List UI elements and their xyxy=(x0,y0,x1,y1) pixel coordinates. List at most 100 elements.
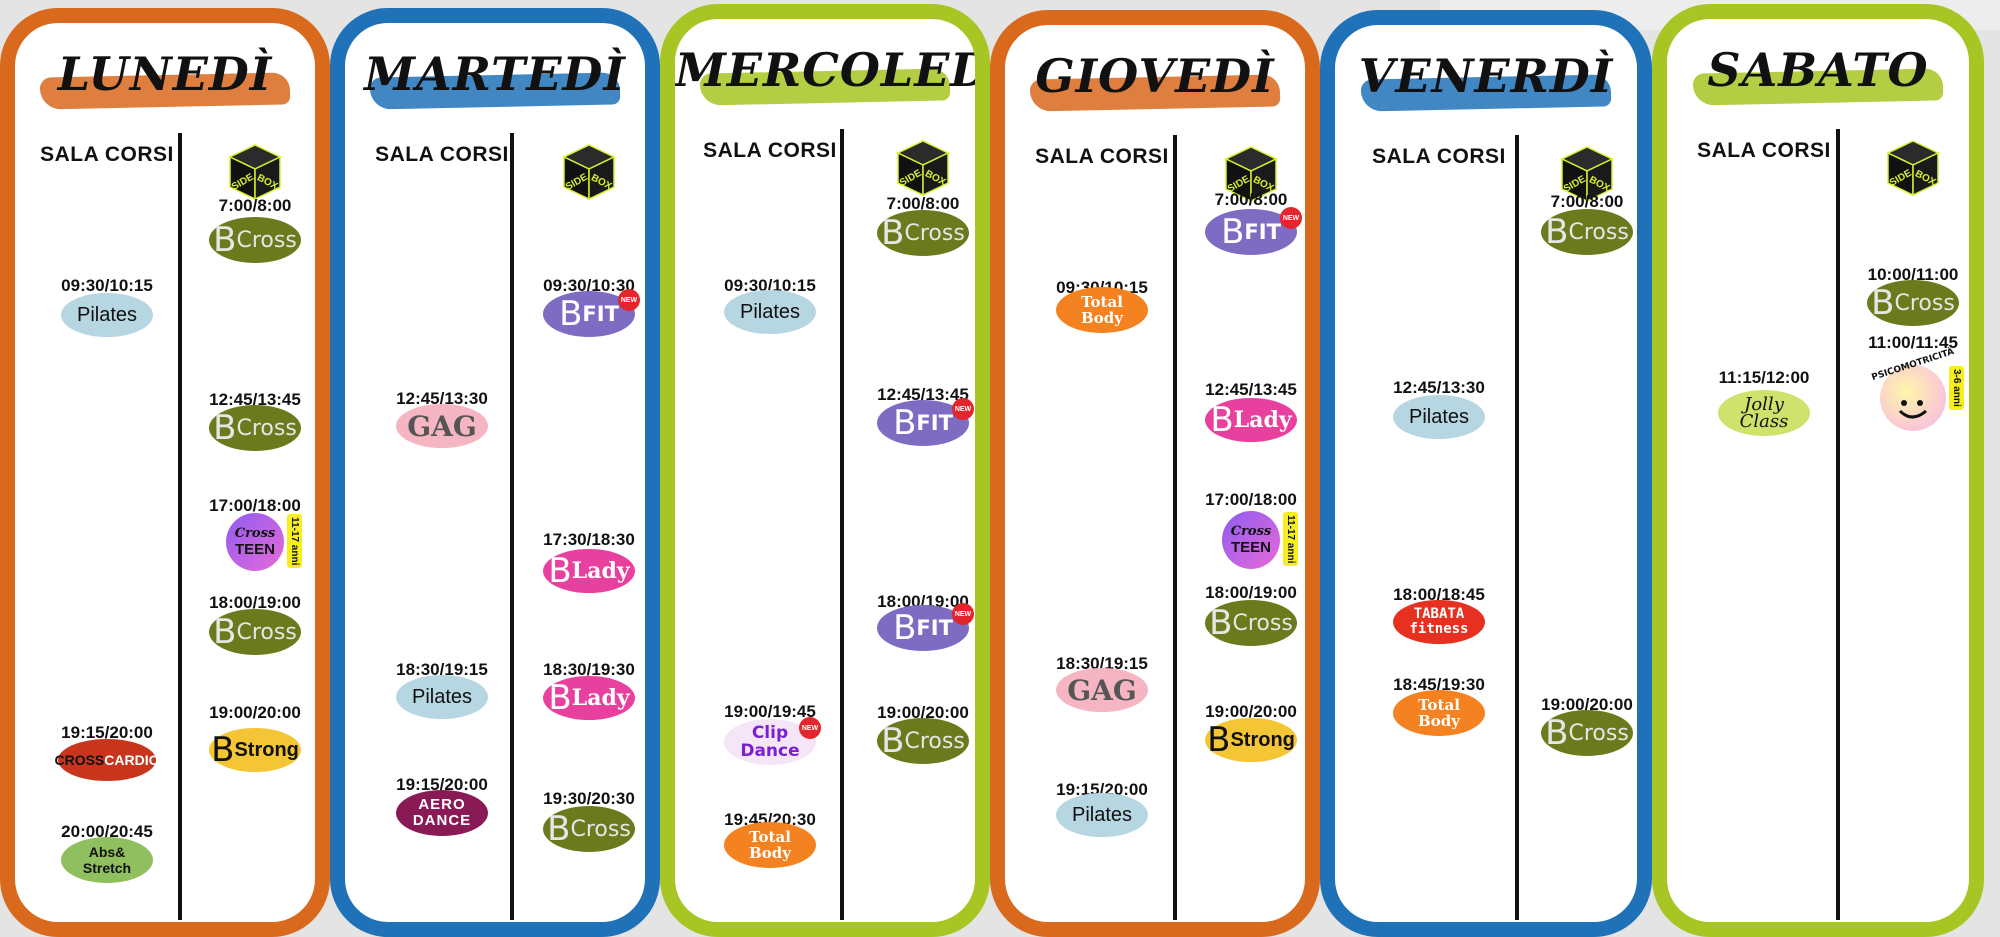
badge-label: Cross xyxy=(1568,720,1629,746)
box-time: 12:45/13:45 xyxy=(209,390,301,409)
badge-label: Cross xyxy=(1894,290,1955,316)
badge-initial: B xyxy=(881,721,905,761)
sala-corsi-header: SALA CORSI xyxy=(40,143,174,166)
column-divider xyxy=(1515,135,1519,920)
badge-line: Total xyxy=(1418,696,1460,714)
badge-initial: B xyxy=(548,551,572,591)
column-divider xyxy=(840,129,844,920)
pilates-badge: Pilates xyxy=(1056,793,1148,837)
column-divider xyxy=(510,133,514,920)
day-title: LUNEDÌ xyxy=(57,47,273,101)
badge-label: Strong xyxy=(1230,728,1295,751)
badge-initial: B xyxy=(213,612,237,652)
box-time: 19:30/20:30 xyxy=(543,789,635,808)
badge-label: Strong xyxy=(234,738,299,761)
box-time: 10:00/11:00 xyxy=(1867,265,1959,284)
badge-initial: B xyxy=(213,408,237,448)
badge-line: TEEN xyxy=(1230,539,1271,556)
sala-corsi-header: SALA CORSI xyxy=(375,143,509,166)
sala-time: 18:30/19:15 xyxy=(1056,654,1148,673)
badge-initial: B xyxy=(548,678,572,718)
badge-line: Class xyxy=(1739,411,1789,432)
sala-time: 09:30/10:15 xyxy=(61,276,153,295)
day-title: SABATO xyxy=(1707,43,1929,97)
sala-time: 11:15/12:00 xyxy=(1718,368,1810,387)
badge-initial: B xyxy=(211,730,235,770)
badge-initial: B xyxy=(547,809,571,849)
badge-label: FIT xyxy=(916,616,953,640)
badge-initial: B xyxy=(893,608,917,648)
badge-label: Cross xyxy=(1232,610,1293,636)
badge-label: Lady xyxy=(1233,407,1292,433)
badge-label: Abs&Stretch xyxy=(83,844,131,876)
abs-badge: Abs&Stretch xyxy=(61,837,153,883)
box-time: 17:30/18:30 xyxy=(543,530,635,549)
badge-label-part: CROSS xyxy=(54,752,105,768)
sala-time: 18:30/19:15 xyxy=(396,660,488,679)
badge-label: GAG xyxy=(1067,673,1137,707)
badge-label: Pilates xyxy=(411,685,473,708)
box-time: 18:30/19:30 xyxy=(543,660,635,679)
box-time: 11:00/11:45 xyxy=(1868,333,1958,352)
badge-label: Cross xyxy=(236,415,297,441)
sala-time: 20:00/20:45 xyxy=(61,822,153,841)
badge-line: Cross xyxy=(234,526,276,541)
box-time: 19:00/20:00 xyxy=(1205,702,1297,721)
box-time: 18:00/19:00 xyxy=(877,592,969,611)
badge-label: FIT xyxy=(582,302,619,326)
pilates-badge: Pilates xyxy=(61,293,153,337)
badge-label: FIT xyxy=(916,411,953,435)
badge-label: GAG xyxy=(407,409,477,443)
badge-label: Cross xyxy=(904,220,965,246)
column-divider xyxy=(1836,129,1840,920)
badge-label: Lady xyxy=(571,558,630,584)
badge-line: Stretch xyxy=(82,860,132,876)
badge-line: AERO xyxy=(418,796,466,813)
new-sticker: NEW xyxy=(952,398,974,420)
box-time: 17:00/18:00 xyxy=(209,496,301,515)
new-sticker: NEW xyxy=(799,717,821,739)
badge-label: Lady xyxy=(571,685,630,711)
box-time: 18:00/19:00 xyxy=(1205,583,1297,602)
badge-label: Cross xyxy=(236,619,297,645)
badge-line: Clip xyxy=(751,723,789,743)
badge-label: Cross xyxy=(1568,219,1629,245)
badge-initial: B xyxy=(1871,283,1895,323)
box-time: 12:45/13:45 xyxy=(1205,380,1297,399)
badge-initial: B xyxy=(1210,400,1234,440)
box-time: 7:00/8:00 xyxy=(1550,192,1624,211)
badge-label: Pilates xyxy=(1408,405,1470,428)
new-sticker: NEW xyxy=(618,289,640,311)
badge-line: Body xyxy=(1418,712,1460,730)
box-time: 17:00/18:00 xyxy=(1205,490,1297,509)
badge-line: TEEN xyxy=(234,541,275,558)
sala-time: 18:00/18:45 xyxy=(1393,585,1485,604)
badge-line: Total xyxy=(749,828,791,846)
box-time: 12:45/13:45 xyxy=(877,385,969,404)
badge-label: Cross xyxy=(236,227,297,253)
sala-time: 18:45/19:30 xyxy=(1393,675,1485,694)
